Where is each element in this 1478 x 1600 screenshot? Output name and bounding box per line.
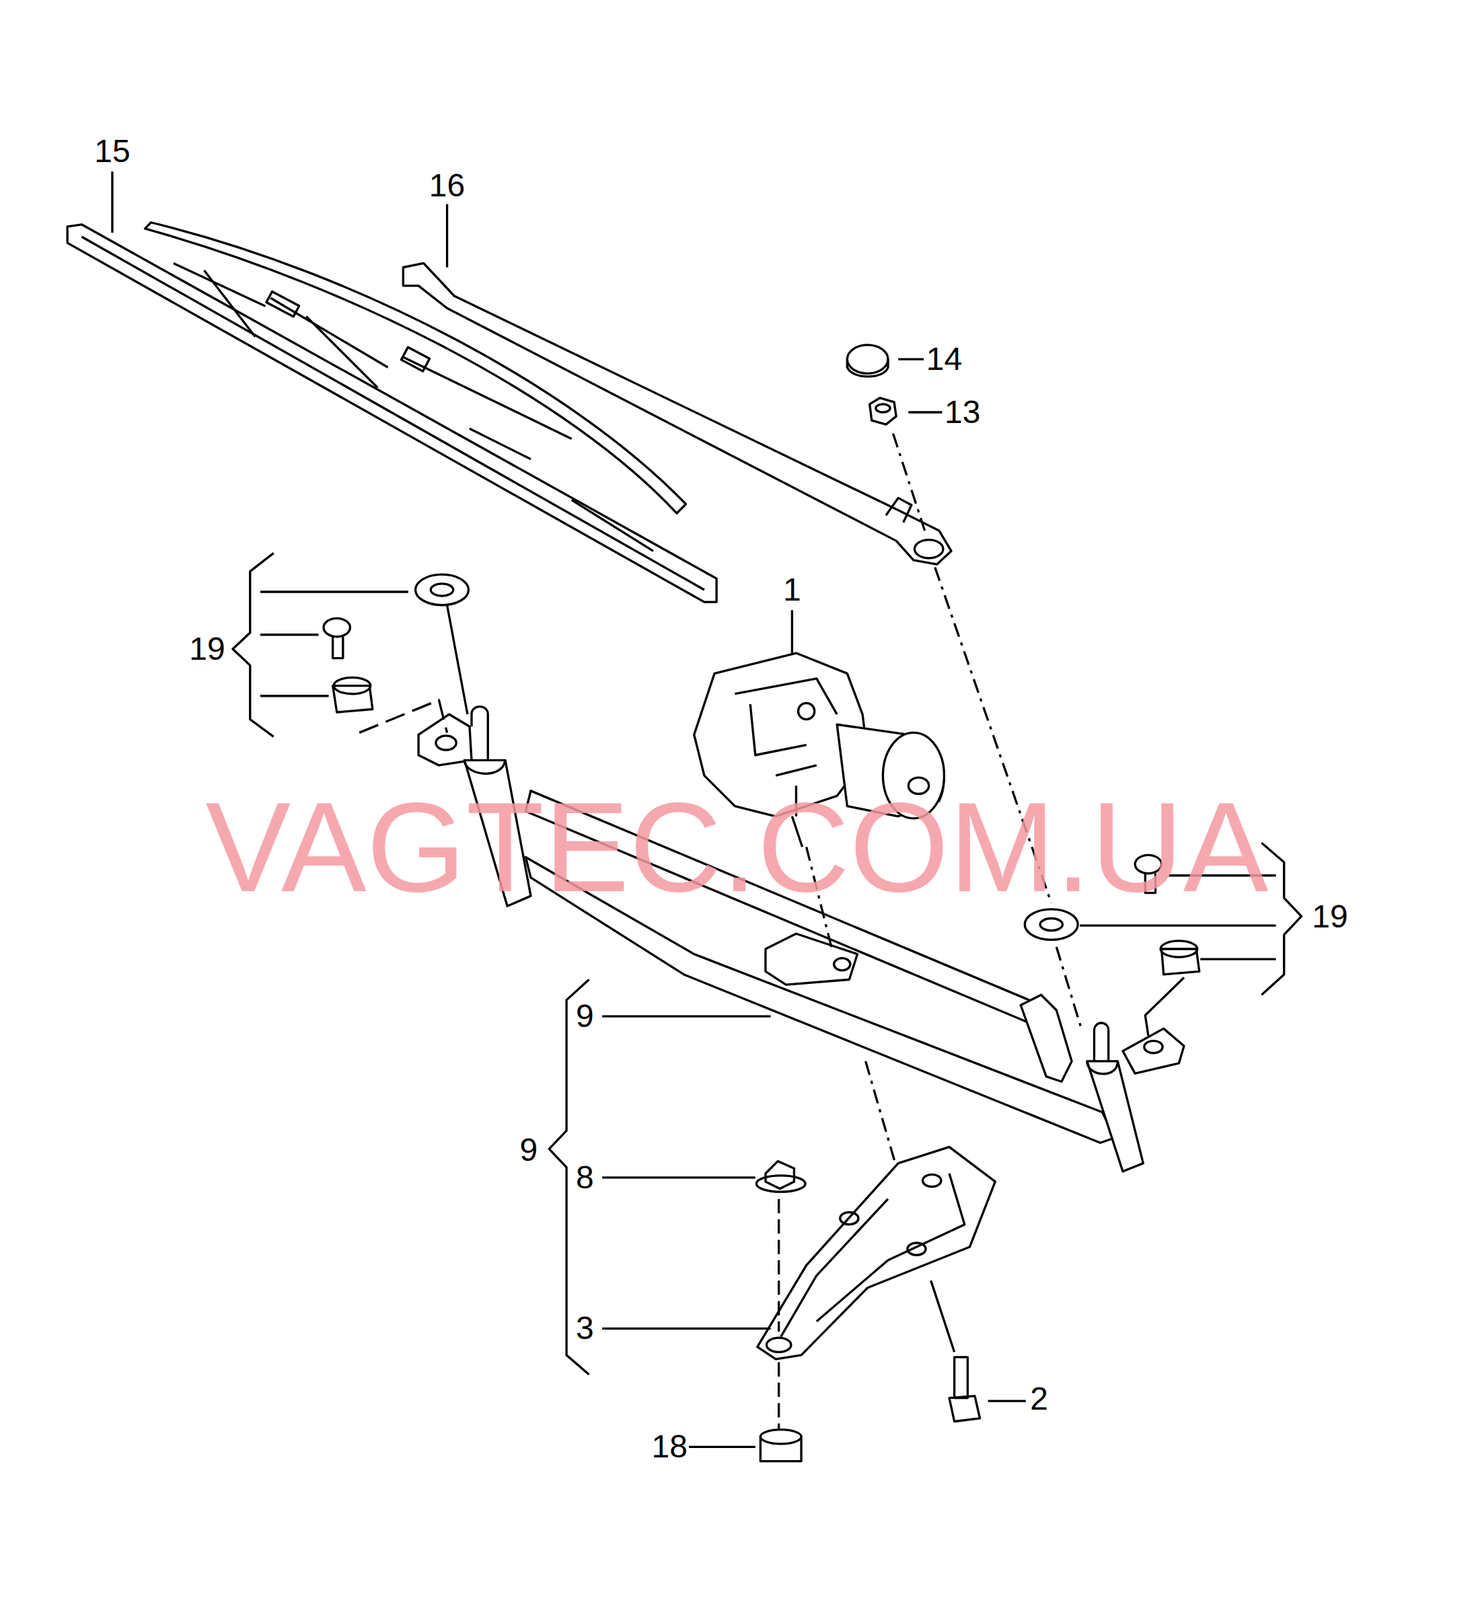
grommet-sets-part	[333, 637, 344, 659]
linkage-frame	[418, 707, 1185, 1174]
callout-number: 19	[1311, 900, 1348, 934]
grommet-sets-part	[1024, 909, 1078, 941]
linkage-frame-part	[1087, 1023, 1119, 1075]
callout-number: 9	[520, 1134, 539, 1167]
linkage-frame-part	[834, 958, 851, 971]
mount-bracket-part	[907, 1243, 926, 1256]
callout-number: 16	[429, 169, 465, 202]
wiper-blade-part	[81, 236, 705, 590]
mount-bracket-part	[781, 1173, 965, 1338]
callout-number: 1	[783, 573, 802, 607]
leader-lines-and-brackets-part	[232, 552, 274, 737]
leader-lines-and-brackets	[112, 171, 1302, 1448]
wiper-blade-part	[400, 347, 430, 372]
grommet-sets-part	[359, 700, 447, 734]
linkage-frame-part	[464, 707, 506, 775]
cap-and-nut-part	[893, 433, 1083, 1032]
linkage-frame-part	[435, 735, 457, 751]
leader-lines-and-brackets-part	[112, 171, 942, 654]
linkage-frame-part	[765, 933, 858, 985]
callout-number: 18	[651, 1430, 688, 1464]
grommet-sets-part	[333, 677, 371, 694]
cap-and-nut-part	[846, 359, 889, 377]
wiper-blade-part	[173, 263, 654, 551]
wiper-arm-part	[402, 263, 952, 565]
callout-number: 13	[944, 396, 981, 429]
linkage-frame-part	[1144, 1041, 1163, 1054]
leader-lines-and-brackets-part	[602, 1016, 1026, 1448]
wiper-motor-part	[734, 678, 837, 776]
mount-bracket-part	[777, 1199, 780, 1429]
wiper-blade	[67, 222, 717, 603]
wiper-blade-part	[67, 224, 717, 603]
wiper-arm-part	[885, 497, 912, 523]
wiper-blade-part	[266, 291, 300, 317]
wiper-motor-part	[797, 703, 815, 720]
callout-number: 19	[189, 633, 225, 666]
grommet-sets-part	[323, 618, 350, 637]
grommet-sets-part	[1160, 941, 1198, 958]
mount-bracket	[756, 1147, 995, 1462]
callout-number: 8	[575, 1161, 595, 1195]
watermark: VAGTEC.COM.UA	[205, 783, 1269, 911]
callout-number: 3	[575, 1312, 595, 1345]
wiper-arm-part	[914, 540, 943, 559]
linkage-frame-part	[1122, 1028, 1185, 1074]
grommet-sets-part	[1040, 918, 1063, 931]
linkage-frame-part	[1087, 1061, 1143, 1172]
grommet-sets-part	[415, 574, 469, 606]
callout-number: 15	[94, 135, 130, 168]
grommet-sets-part	[430, 583, 453, 597]
linkage-frame-part	[1020, 994, 1072, 1082]
callout-number: 14	[926, 343, 963, 376]
callout-number: 2	[1029, 1383, 1049, 1416]
leader-lines-and-brackets-part	[260, 592, 409, 697]
mount-bracket-part	[840, 1212, 859, 1225]
mount-bracket-part	[766, 1338, 791, 1353]
grommet-sets-part	[1144, 977, 1185, 1036]
wiper-arm	[402, 263, 952, 565]
cap-and-nut	[846, 345, 1082, 1032]
mount-bracket-part	[756, 1175, 806, 1193]
callout-number: 9	[575, 1000, 595, 1033]
mount-bracket-part	[760, 1430, 802, 1445]
grommet-sets-part	[447, 605, 468, 715]
mount-bracket-part	[757, 1147, 996, 1360]
mount-bracket-part	[931, 1280, 955, 1353]
cap-and-nut-part	[875, 404, 891, 413]
linkage-frame-part	[418, 714, 472, 766]
cap-and-nut-part	[869, 398, 897, 425]
mount-bracket-part	[949, 1357, 981, 1423]
mount-bracket-part	[922, 1174, 942, 1187]
cap-and-nut-part	[846, 345, 889, 374]
